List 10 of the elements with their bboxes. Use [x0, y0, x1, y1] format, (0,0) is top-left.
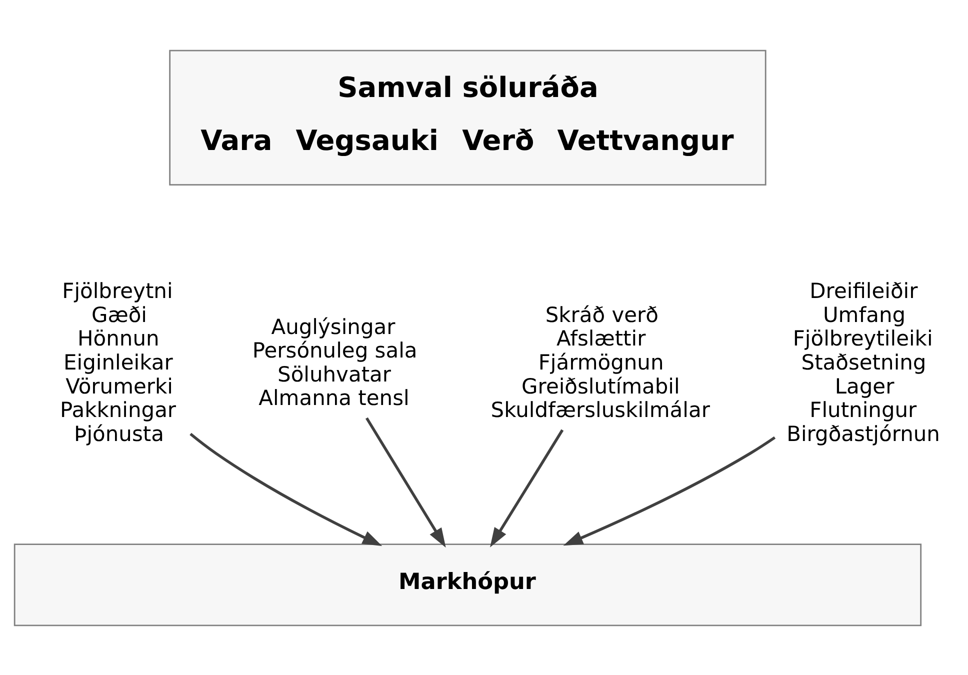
arrow	[189, 432, 382, 546]
node-text: Skráð verð Afslættir Fjármögnun Greiðslutímabil Skuldfærsluskilmálar	[490, 302, 710, 422]
node-box: Samval söluráða Vara Vegsauki Verð Vettvangur	[168, 49, 766, 186]
node-text: Fjölbreytni Gæði Hönnun Eiginleikar Vörumerki Pakkningar Þjónusta	[60, 278, 176, 446]
node-text: Dreifileiðir Umfang Fjölbreytileiki Staðsetning Lager Flutningur Birgðastjórnun	[786, 278, 940, 446]
arrow	[364, 416, 446, 548]
node-text: Auglýsingar Persónuleg sala Söluhvatar Almanna tensl	[252, 314, 417, 410]
node-box: Markhópur	[13, 543, 922, 626]
arrow	[562, 436, 776, 546]
arrow	[490, 428, 564, 547]
